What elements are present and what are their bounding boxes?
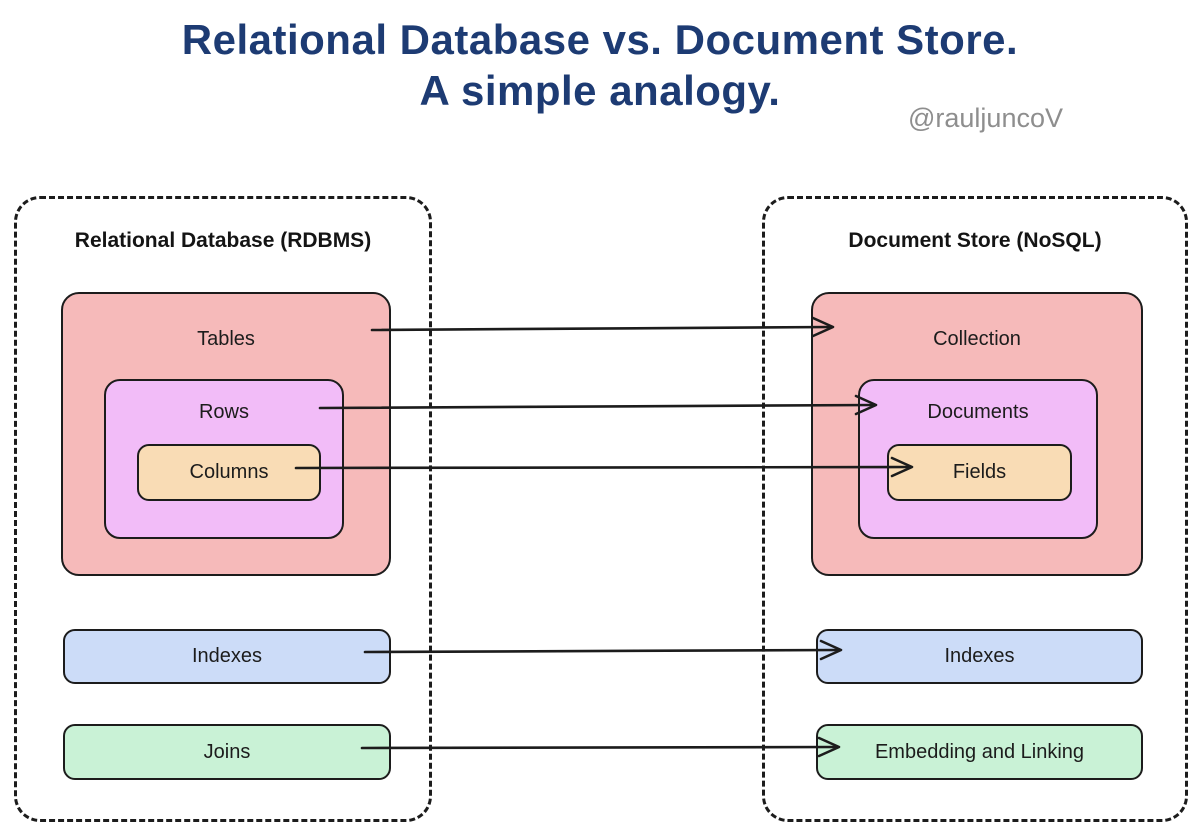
columns-box: Columns <box>137 444 321 501</box>
rows-label: Rows <box>198 401 249 423</box>
documents-label: Documents <box>927 401 1029 423</box>
rdbms-panel: Relational Database (RDBMS) Tables Rows … <box>14 196 432 822</box>
nosql-panel-title: Document Store (NoSQL) <box>848 229 1102 252</box>
rows-box: Rows Columns <box>104 379 344 539</box>
documents-box: Documents Fields <box>858 379 1098 539</box>
nosql-panel: Document Store (NoSQL) Collection Docume… <box>762 196 1188 822</box>
joins-box: Joins <box>63 724 391 780</box>
embedding-box: Embedding and Linking <box>816 724 1143 780</box>
embedding-label: Embedding and Linking <box>874 740 1085 763</box>
tables-box: Tables Rows Columns <box>61 292 391 576</box>
rdbms-indexes-box: Indexes <box>63 629 391 684</box>
page-title: Relational Database vs. Document Store. … <box>0 14 1200 116</box>
page-title-line1: Relational Database vs. Document Store. <box>181 16 1019 63</box>
fields-box: Fields <box>887 444 1072 501</box>
columns-label: Columns <box>189 461 269 483</box>
nosql-indexes-box: Indexes <box>816 629 1143 684</box>
page-title-line2: A simple analogy. <box>419 67 781 115</box>
rdbms-panel-title: Relational Database (RDBMS) <box>74 229 372 252</box>
collection-label: Collection <box>933 328 1021 350</box>
tables-label: Tables <box>197 328 255 350</box>
joins-label: Joins <box>203 740 251 763</box>
author-handle: @rauljuncoV <box>908 103 1063 133</box>
fields-label: Fields <box>952 461 1007 483</box>
rdbms-indexes-label: Indexes <box>191 645 263 667</box>
nosql-indexes-label: Indexes <box>944 645 1015 667</box>
collection-box: Collection Documents Fields <box>811 292 1143 576</box>
